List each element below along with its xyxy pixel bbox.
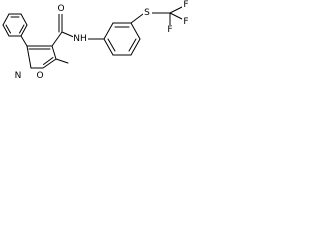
- aryl-sulfur-bond: [130, 13, 144, 24]
- isoxazole-ring: [26, 45, 57, 69]
- atom-o-ring: O: [36, 71, 45, 81]
- atom-s: S: [143, 8, 152, 18]
- phenylene-ring: [103, 22, 141, 56]
- svg-text:F: F: [183, 0, 188, 10]
- atom-f3: F: [166, 25, 175, 35]
- svg-text:NH: NH: [73, 34, 87, 44]
- svg-text:F: F: [183, 17, 188, 27]
- atom-nh: NH: [73, 34, 88, 44]
- chemical-structure-diagram: O NH O N S F F F: [2, 0, 191, 81]
- atom-f1: F: [182, 0, 191, 10]
- phenyl-isoxazole-bond: [20, 35, 28, 47]
- methyl-bond: [55, 58, 69, 64]
- svg-text:F: F: [167, 25, 172, 35]
- svg-text:O: O: [57, 4, 64, 14]
- svg-text:N: N: [15, 71, 22, 81]
- svg-text:O: O: [36, 71, 43, 81]
- trifluoromethyl-group: [169, 5, 185, 27]
- atom-f2: F: [182, 17, 191, 27]
- phenyl-ring: [2, 13, 28, 37]
- svg-text:S: S: [144, 8, 150, 18]
- atom-o-carbonyl: O: [57, 4, 66, 14]
- atom-n-ring: N: [14, 71, 23, 81]
